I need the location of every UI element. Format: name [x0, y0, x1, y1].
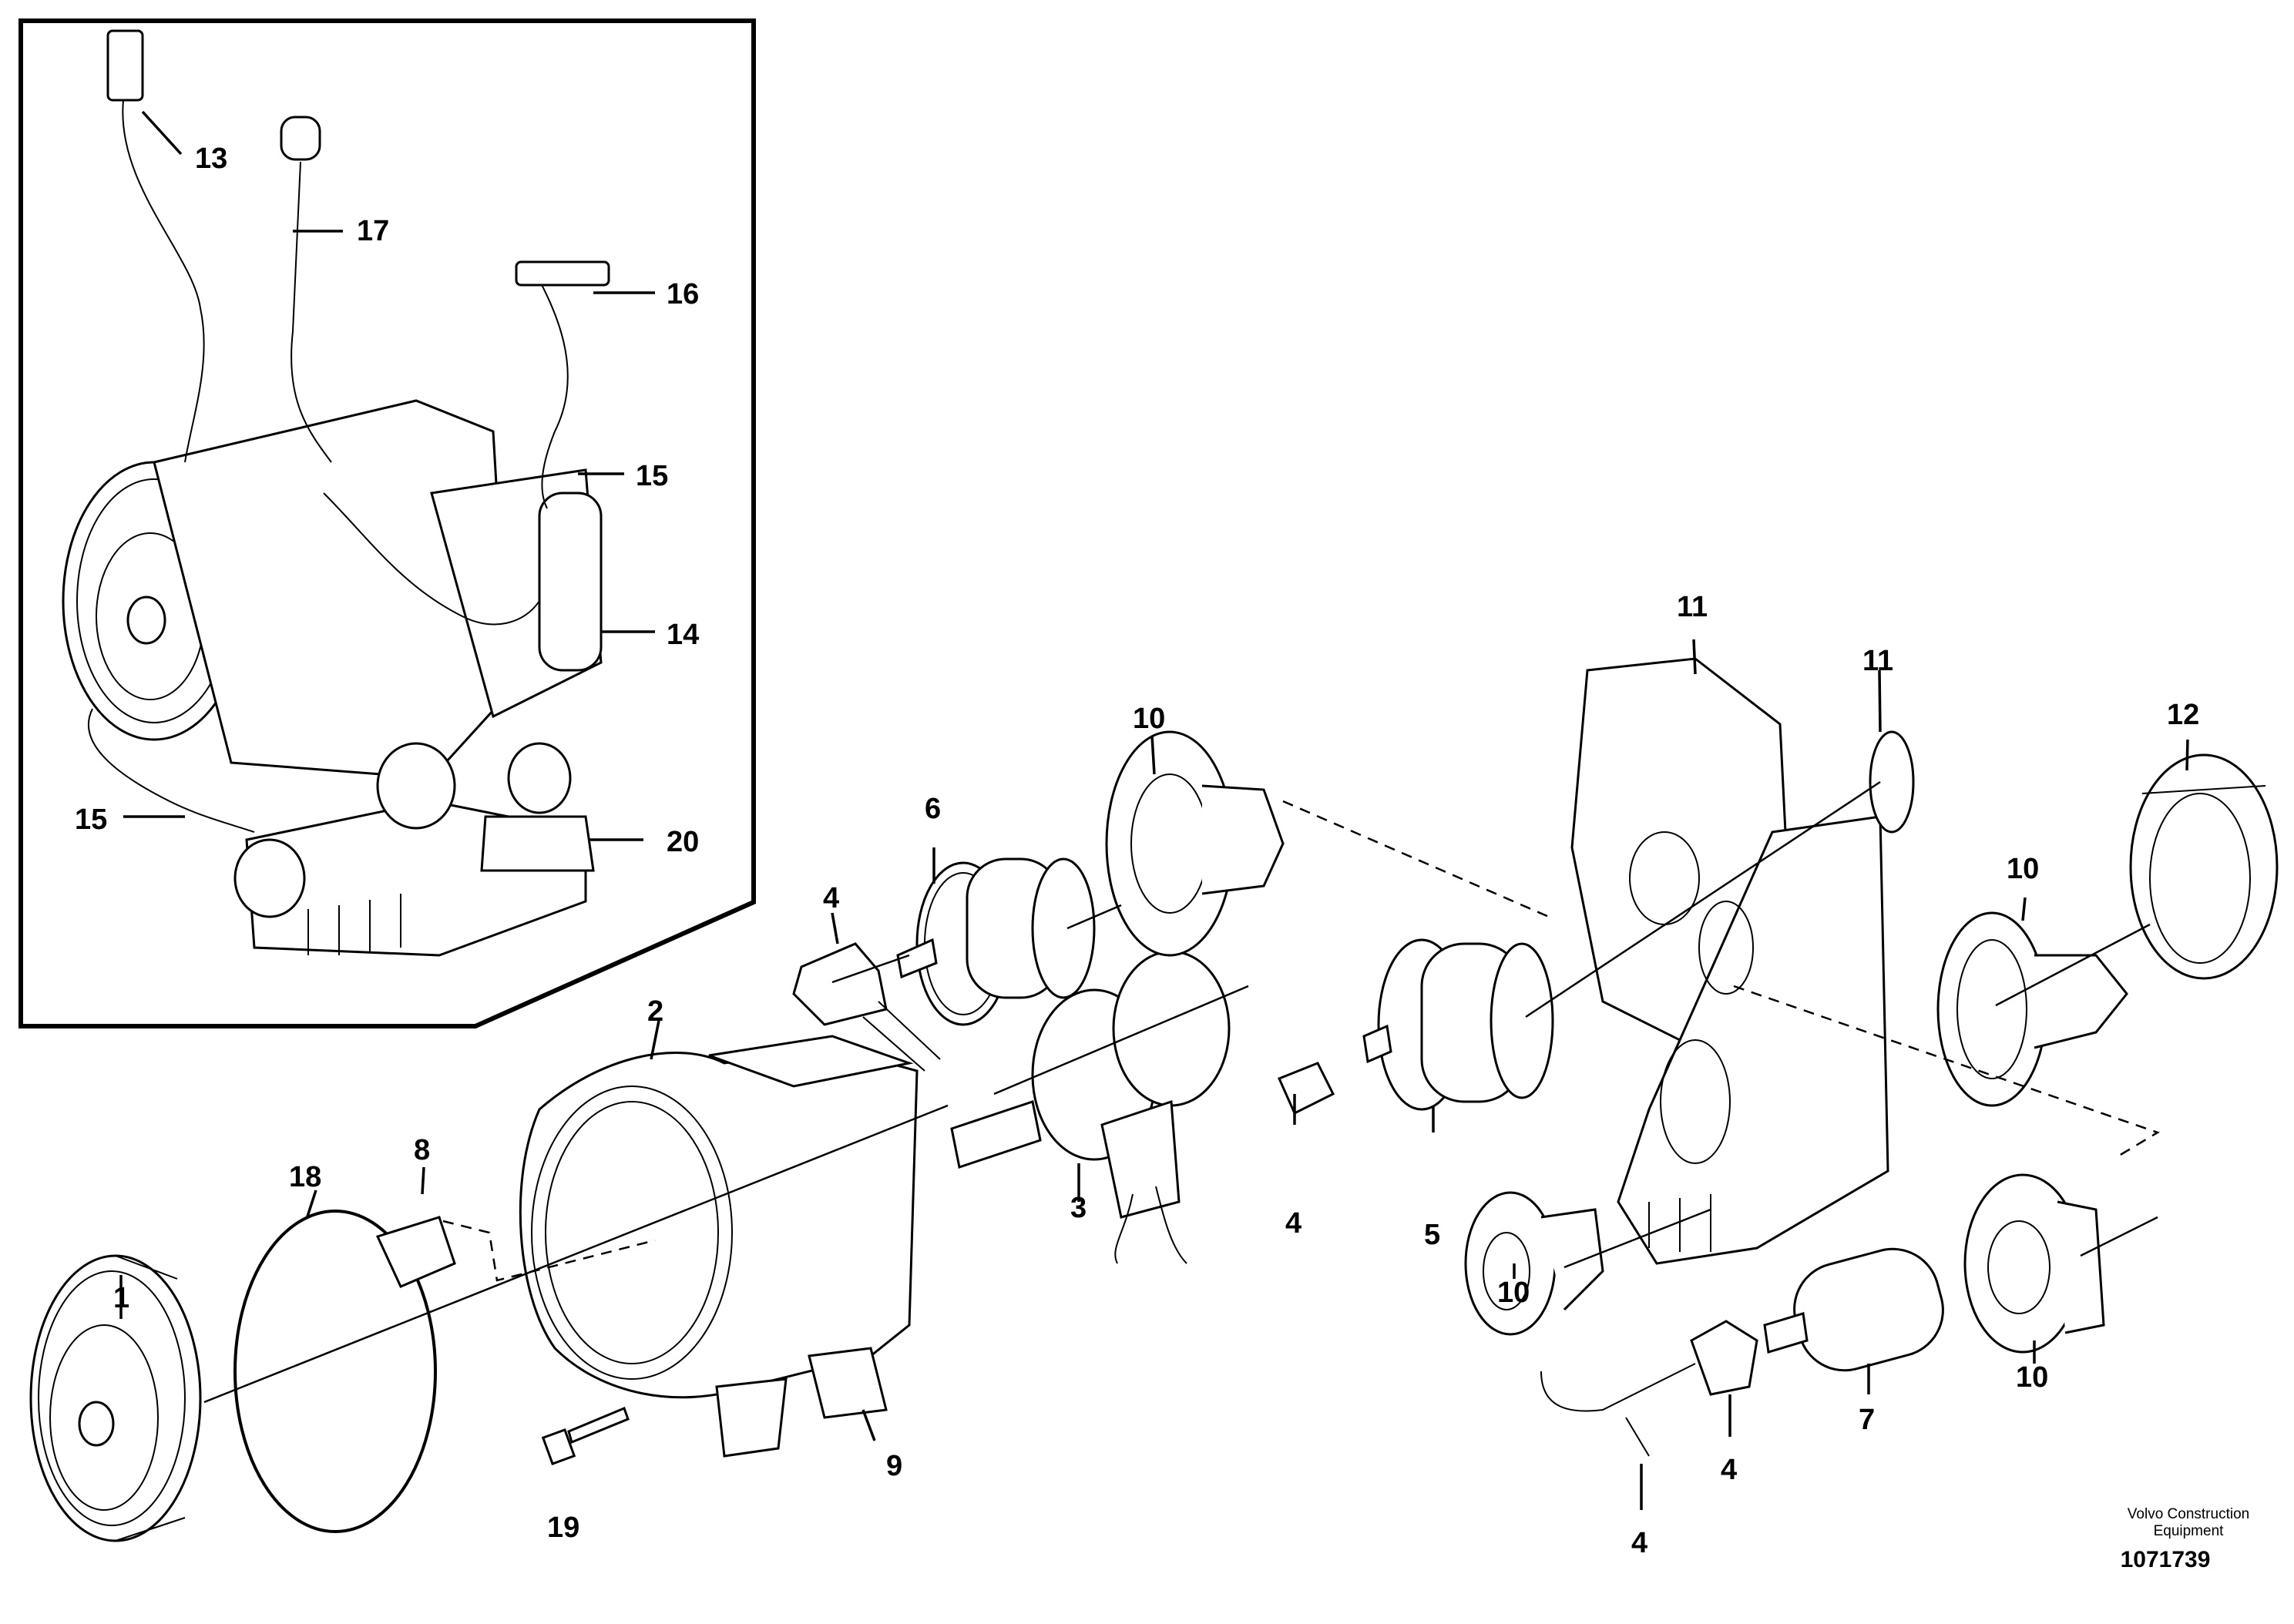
label-15-inset-top: 15 — [636, 460, 668, 492]
label-9: 9 — [886, 1450, 902, 1482]
label-10-upper: 10 — [1133, 703, 1165, 735]
sensor-part-4-lower — [1540, 1320, 1758, 1457]
shaft-assembly-part-3 — [950, 950, 1231, 1264]
label-1: 1 — [113, 1282, 129, 1314]
assembly-lines — [203, 780, 2160, 1404]
label-7: 7 — [1859, 1404, 1875, 1436]
label-14: 14 — [667, 619, 699, 651]
label-15-inset-bottom: 15 — [75, 804, 107, 836]
hub-part-10-lower — [1464, 1191, 1604, 1336]
label-8: 8 — [414, 1134, 430, 1166]
label-17: 17 — [357, 215, 389, 247]
valve-part-4-upper — [792, 942, 888, 1026]
publisher-name-line1: Volvo Construction — [2127, 1506, 2250, 1522]
assembled-transmission-illustration — [62, 29, 610, 957]
drum-part-10-lower-right — [1963, 1173, 2105, 1354]
label-11-housing: 11 — [1677, 591, 1708, 623]
bolt-part — [541, 1407, 630, 1465]
transmission-housing-part — [519, 1035, 919, 1458]
cover-part-12 — [2129, 753, 2279, 980]
part-number-labels: 13 17 16 15 14 15 20 1 18 8 2 4 6 10 3 4… — [75, 143, 2199, 1559]
housing-cover-part-11 — [1570, 657, 1889, 1265]
sensor-part-4-middle — [1277, 1062, 1335, 1116]
label-4-lower: 4 — [1631, 1527, 1647, 1559]
label-3: 3 — [1070, 1192, 1087, 1224]
label-2: 2 — [647, 995, 663, 1028]
leader-lines — [119, 110, 2189, 1510]
label-20: 20 — [667, 826, 699, 858]
drum-part-10-upper — [1105, 730, 1285, 957]
label-4-upper: 4 — [823, 882, 839, 914]
label-10-right: 10 — [2007, 853, 2039, 885]
label-10-lower: 10 — [1497, 1277, 1530, 1309]
label-5: 5 — [1424, 1219, 1440, 1251]
drum-part-10-right — [1936, 911, 2128, 1107]
label-13: 13 — [195, 143, 227, 175]
inset-frame — [18, 18, 756, 1028]
label-12: 12 — [2167, 699, 2199, 731]
label-6: 6 — [925, 793, 941, 825]
clutch-pack-part-7 — [1763, 1247, 1944, 1372]
publisher-name-line2: Equipment — [2153, 1523, 2224, 1539]
clutch-part-5 — [1362, 938, 1554, 1111]
label-19: 19 — [547, 1512, 579, 1544]
label-18: 18 — [289, 1161, 321, 1193]
torque-converter-part — [29, 1254, 202, 1542]
label-11-seal: 11 — [1862, 645, 1893, 677]
gear-part-6 — [896, 857, 1096, 1026]
seal-part-11 — [1869, 730, 1915, 834]
label-10-lower-right: 10 — [2016, 1361, 2048, 1394]
label-4-lower-right: 4 — [1721, 1454, 1737, 1486]
drawing-number: 1071739 — [2120, 1547, 2211, 1572]
label-4-middle: 4 — [1285, 1207, 1302, 1240]
o-ring-part — [233, 1210, 437, 1533]
label-16: 16 — [667, 278, 699, 310]
sensor-part-8 — [375, 1216, 456, 1288]
publisher-credit: Volvo Construction Equipment — [2111, 1506, 2265, 1540]
